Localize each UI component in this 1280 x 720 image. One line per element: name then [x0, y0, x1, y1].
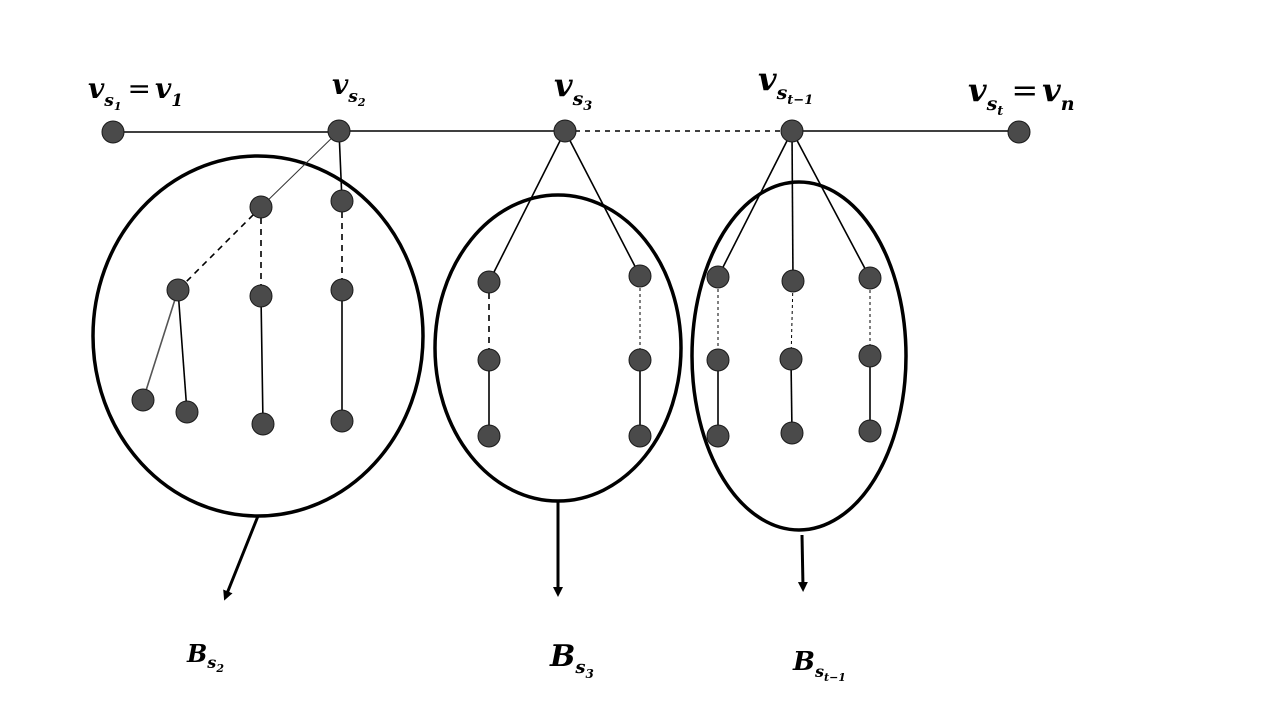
node-st1-p2 [706, 348, 730, 372]
nodes [101, 119, 1031, 448]
block-s3-edges [488, 130, 641, 436]
node-st1-q2 [779, 347, 803, 371]
block-s2-edges [142, 130, 343, 425]
edge-vs2-b1 [338, 130, 343, 202]
spine-edges [113, 130, 1019, 133]
node-s2-a2 [249, 284, 273, 308]
edge-c1-c2 [142, 289, 179, 401]
block-arrows [223, 501, 808, 601]
label-B-s3: Bs3 [549, 639, 594, 681]
block-ellipse-st1 [690, 180, 908, 532]
node-vs3 [553, 119, 577, 143]
node-s3-l2 [477, 348, 501, 372]
label-B-s2: Bs2 [186, 639, 224, 675]
edge-vst1-r1 [791, 130, 871, 279]
node-st1-r3 [858, 419, 882, 443]
label-vs2: vs2 [332, 68, 366, 109]
edge-vst1-q1 [791, 130, 794, 282]
edge-c1-c3 [177, 289, 188, 413]
node-s3-l1 [477, 270, 501, 294]
node-st1-p1 [706, 265, 730, 289]
node-st1-r2 [858, 344, 882, 368]
node-vs2 [327, 119, 351, 143]
node-st1-q3 [780, 421, 804, 445]
label-vst1: vst−1 [758, 60, 813, 108]
node-st1-p3 [706, 424, 730, 448]
node-s2-c3 [175, 400, 199, 424]
edge-vs3-r1 [564, 130, 641, 277]
block-st1-edges [717, 130, 871, 436]
edge-q2-q3 [790, 358, 793, 434]
blocks [91, 154, 908, 532]
edge-a2-a3 [260, 295, 264, 425]
node-s3-r2 [628, 348, 652, 372]
node-s2-b1 [330, 189, 354, 213]
node-s2-a3 [251, 412, 275, 436]
node-st1-r1 [858, 266, 882, 290]
node-s2-b2 [330, 278, 354, 302]
block-ellipse-s3 [433, 193, 683, 503]
edge-q1-q2-dashed [790, 280, 794, 360]
label-vst: vst=vn [968, 71, 1075, 119]
arrow-block-s2 [223, 515, 260, 601]
node-s2-c1 [166, 278, 190, 302]
node-vs1 [101, 120, 125, 144]
label-vs1: vs1=v1 [88, 72, 183, 113]
edge-a1-c1-dashed [177, 206, 262, 291]
node-s2-a1 [249, 195, 273, 219]
node-s2-c2 [131, 388, 155, 412]
node-s3-l3 [477, 424, 501, 448]
arrow-block-st1 [797, 534, 808, 592]
node-s3-r3 [628, 424, 652, 448]
node-vst1 [780, 119, 804, 143]
label-B-st1: Bst−1 [792, 647, 846, 684]
edge-vs2-a1 [260, 130, 340, 208]
node-st1-q1 [781, 269, 805, 293]
node-s2-b3 [330, 409, 354, 433]
node-vst [1007, 120, 1031, 144]
node-s3-r1 [628, 264, 652, 288]
edge-vs3-l1 [488, 130, 566, 283]
label-vs3: vs3 [554, 66, 592, 114]
edge-vst1-p1 [717, 130, 793, 278]
